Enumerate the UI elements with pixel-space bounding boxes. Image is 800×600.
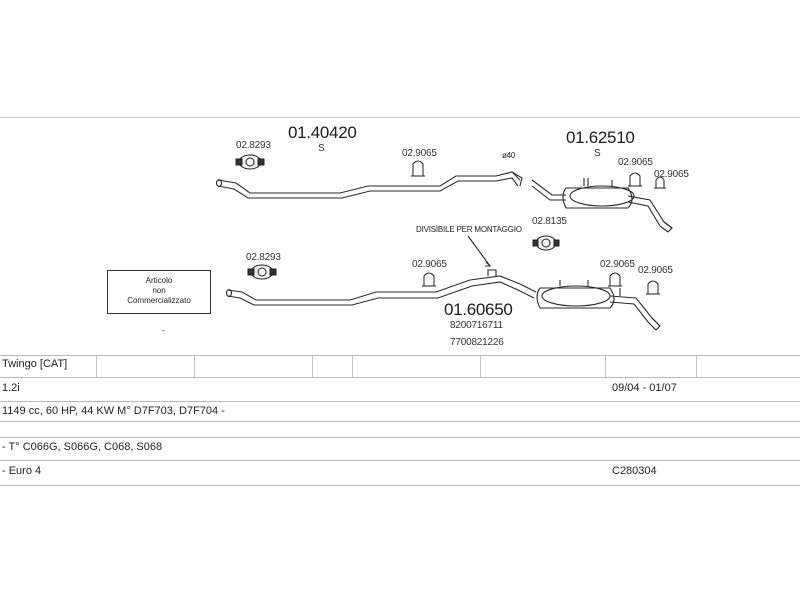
table-line-6 xyxy=(0,460,800,461)
table-col-1 xyxy=(96,355,97,377)
diameter-label: ø40 xyxy=(502,151,516,160)
not-sold-box: Articolo non Commercializzato xyxy=(107,270,211,314)
divisible-label: DIVISIBILE PER MONTAGGIO xyxy=(416,225,522,234)
table-line-4 xyxy=(0,421,800,422)
table-col-3 xyxy=(312,355,313,377)
clamp-label-5: 02.8135 xyxy=(532,216,567,227)
not-sold-line-1: Articolo xyxy=(145,276,173,285)
part-s-label-rear: S xyxy=(594,148,601,159)
table-col-4 xyxy=(352,355,353,377)
table-col-6 xyxy=(605,355,606,377)
diagram-top-border xyxy=(0,117,800,118)
table-col-7 xyxy=(696,355,697,377)
clamp-label-2: 02.9065 xyxy=(402,148,437,159)
not-sold-line-2: non xyxy=(152,286,166,295)
clamp-label-1: 02.8293 xyxy=(236,140,271,151)
vehicle-engine: 1.2i xyxy=(2,382,20,394)
clamp-label-4: 02.9065 xyxy=(654,169,689,180)
part-number-middle-muffler: 01.60650 xyxy=(444,300,513,319)
oem-number-1: 8200716711 xyxy=(450,320,503,331)
not-sold-line-3: Commercializzato xyxy=(127,296,191,305)
table-line-5 xyxy=(0,437,800,438)
vehicle-spec: 1149 cc, 60 HP, 44 KW M° D7F703, D7F704 … xyxy=(2,405,225,417)
dash-mark: - xyxy=(162,326,165,335)
table-line-2 xyxy=(0,377,800,378)
clamp-label-9: 02.9065 xyxy=(638,265,673,276)
table-col-2 xyxy=(194,355,195,377)
clamp-label-6: 02.8293 xyxy=(246,252,281,263)
clamp-label-8: 02.9065 xyxy=(600,259,635,270)
table-line-7 xyxy=(0,485,800,486)
oem-number-2: 7700821226 xyxy=(450,337,504,348)
vehicle-dates: 09/04 - 01/07 xyxy=(612,382,677,394)
emission-class: - Euro 4 xyxy=(2,465,42,477)
part-number-front-pipe: 01.40420 xyxy=(288,123,357,142)
table-line-1 xyxy=(0,355,800,356)
part-s-label-top: S xyxy=(318,143,325,154)
vehicle-types: - T° C066G, S066G, C068, S068 xyxy=(2,441,163,453)
clamp-label-3: 02.9065 xyxy=(618,157,653,168)
vehicle-model: Twingo [CAT] xyxy=(2,358,68,370)
clamp-label-7: 02.9065 xyxy=(412,259,447,270)
part-number-rear-muffler: 01.62510 xyxy=(566,128,635,147)
table-line-3 xyxy=(0,401,800,402)
table-col-5 xyxy=(480,355,481,377)
catalogue-code: C280304 xyxy=(612,465,657,477)
